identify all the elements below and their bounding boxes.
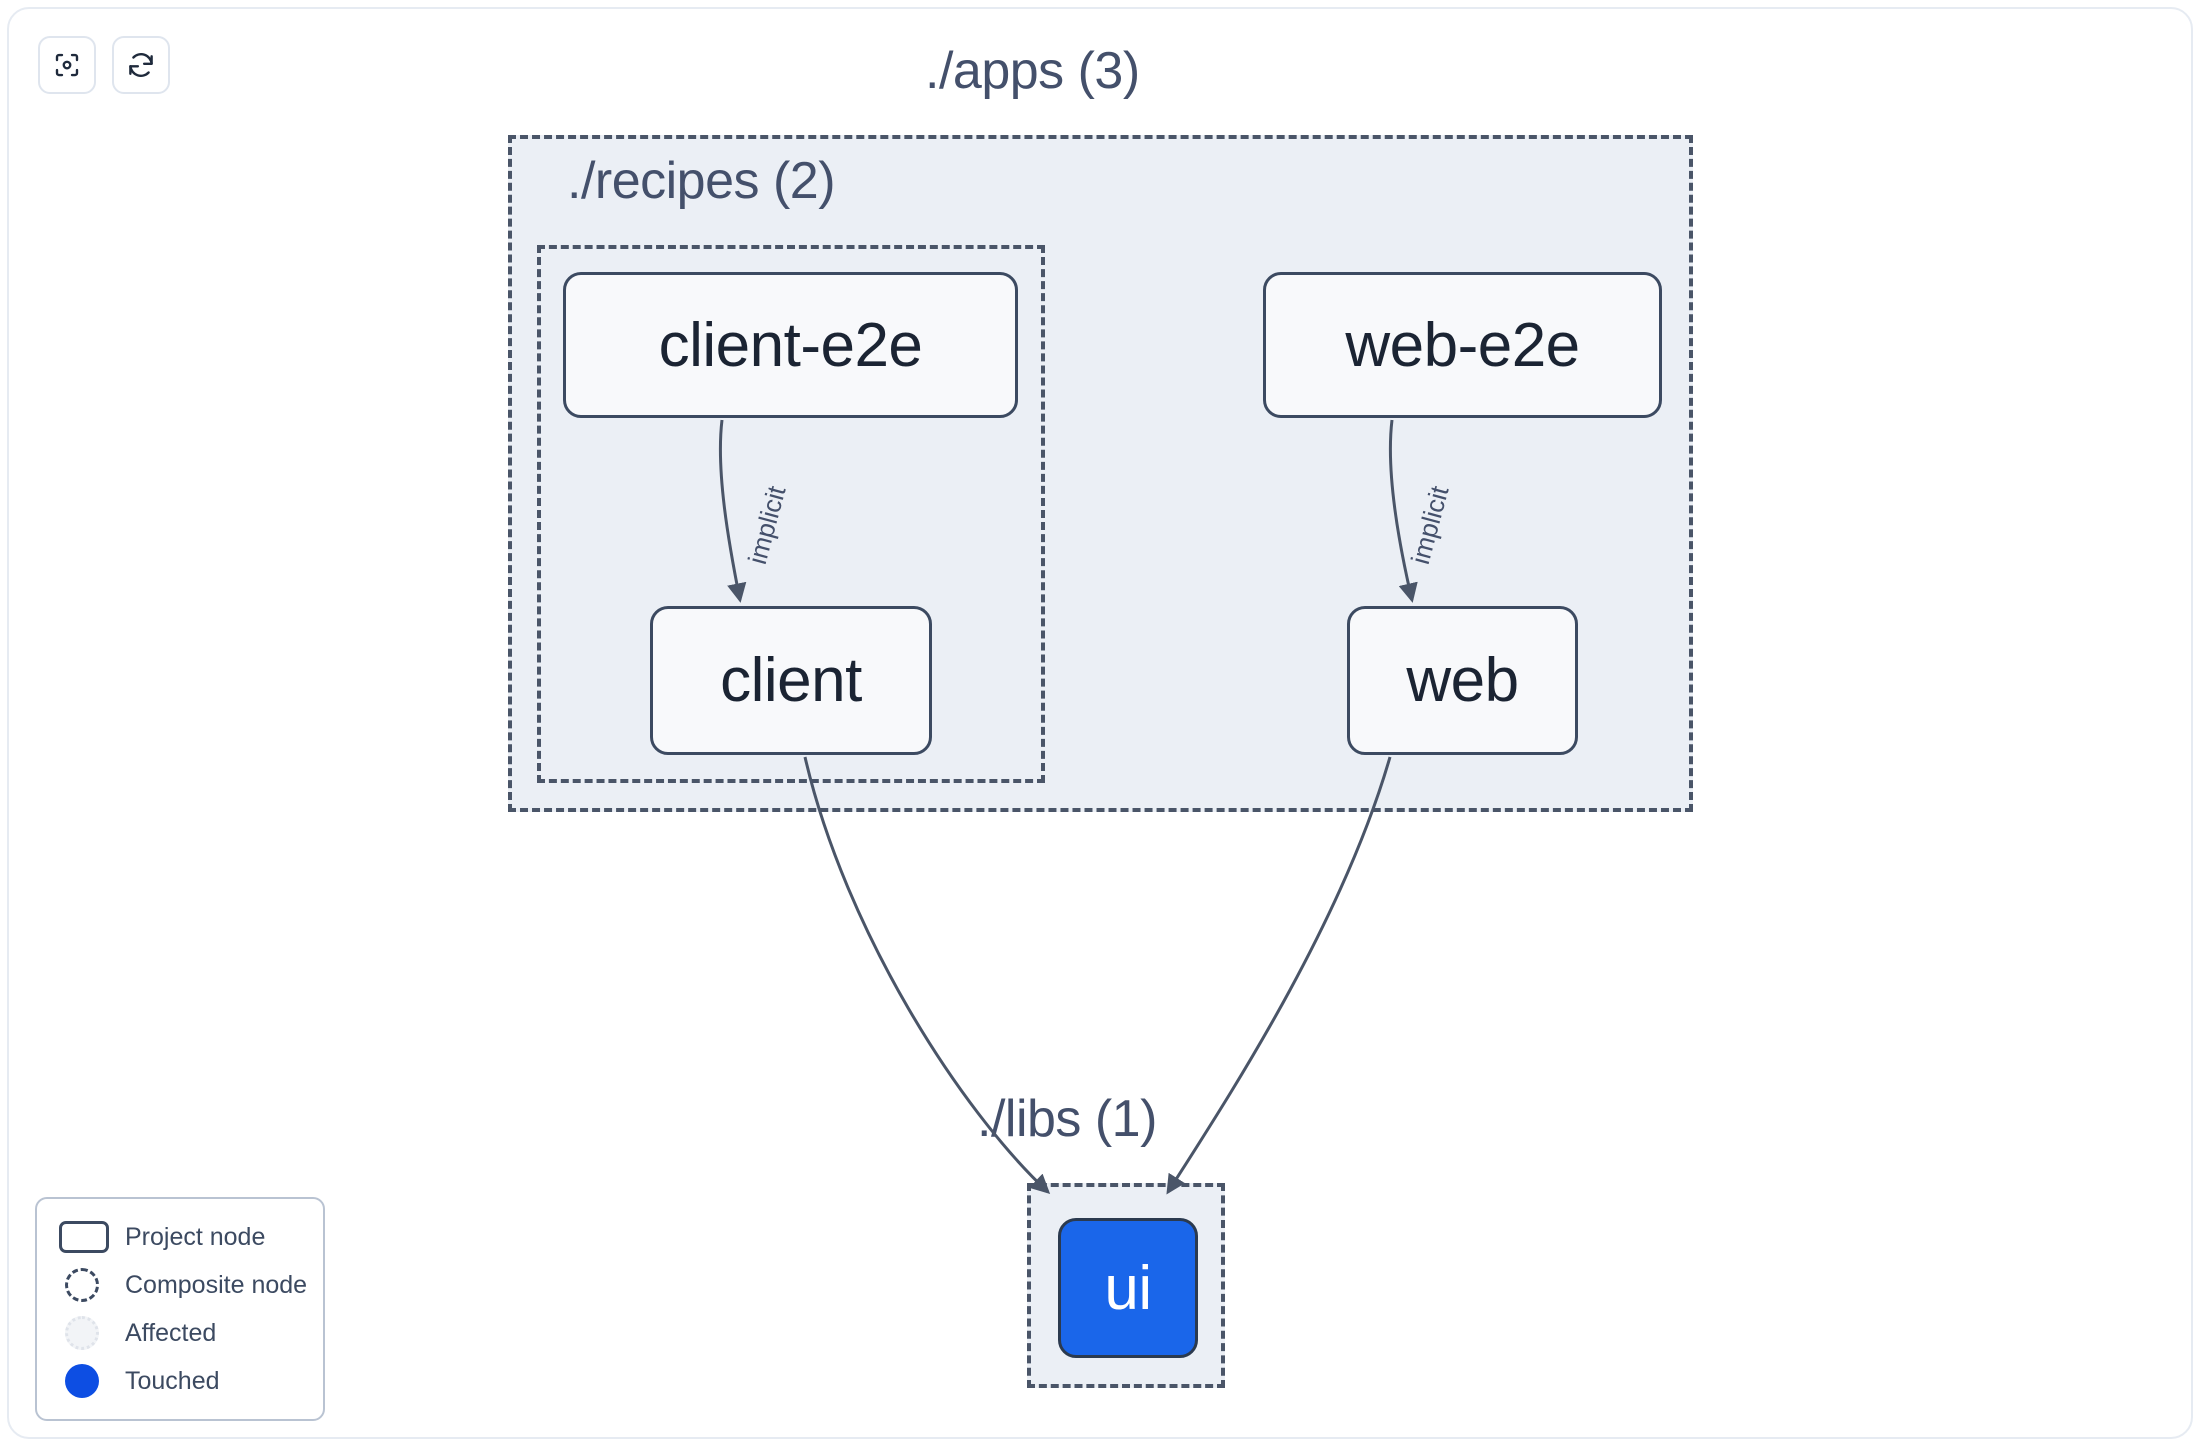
- project-node-swatch-shape: [59, 1221, 109, 1253]
- project-node-label: client: [720, 646, 862, 715]
- project-node-label: web-e2e: [1345, 310, 1580, 380]
- project-node-web-e2e[interactable]: web-e2e: [1263, 272, 1662, 418]
- legend-row-touched: Touched: [37, 1357, 323, 1405]
- project-node-swatch: [59, 1220, 111, 1254]
- legend-label: Project node: [125, 1222, 266, 1251]
- focus-target-icon: [52, 50, 82, 80]
- composite-label-libs-label: ./libs (1): [977, 1090, 1157, 1148]
- touched-swatch-shape: [65, 1364, 99, 1398]
- graph-toolbar: [38, 36, 170, 94]
- legend-label: Affected: [125, 1318, 217, 1347]
- legend-row-affected: Affected: [37, 1309, 323, 1357]
- project-node-client-e2e[interactable]: client-e2e: [563, 272, 1018, 418]
- refresh-graph-button[interactable]: [112, 36, 170, 94]
- project-node-client[interactable]: client: [650, 606, 932, 755]
- legend-label: Composite node: [125, 1270, 308, 1299]
- composite-label-recipes-label: ./recipes (2): [567, 152, 836, 210]
- project-node-label: ui: [1104, 1253, 1152, 1323]
- touched-swatch: [59, 1364, 111, 1398]
- project-node-ui[interactable]: ui: [1058, 1218, 1198, 1358]
- project-node-label: web: [1406, 646, 1519, 715]
- legend-row-composite-node: Composite node: [37, 1261, 323, 1309]
- legend-row-project-node: Project node: [37, 1213, 323, 1261]
- affected-swatch: [59, 1316, 111, 1350]
- affected-swatch-shape: [65, 1316, 99, 1350]
- focus-graph-button[interactable]: [38, 36, 96, 94]
- composite-node-swatch: [59, 1268, 111, 1302]
- legend-label: Touched: [125, 1366, 220, 1395]
- composite-label-apps-label: ./apps (3): [925, 42, 1140, 100]
- project-node-web[interactable]: web: [1347, 606, 1578, 755]
- project-node-label: client-e2e: [658, 310, 923, 380]
- refresh-sync-icon: [126, 50, 156, 80]
- composite-node-swatch-shape: [65, 1268, 99, 1302]
